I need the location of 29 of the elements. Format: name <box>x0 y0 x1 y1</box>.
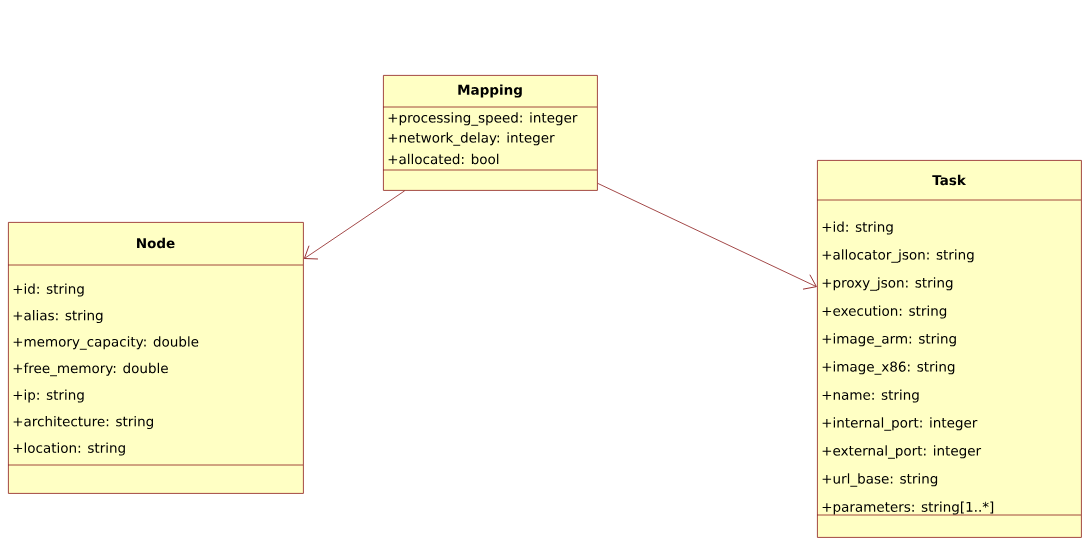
attribute-text: +execution: string <box>822 305 947 319</box>
attribute-text: +location: string <box>13 442 125 456</box>
class-name: Node <box>137 237 175 249</box>
attribute-text: +image_x86: string <box>822 361 955 375</box>
class-name: Task <box>932 174 967 186</box>
attribute-text: +proxy_json: string <box>822 277 953 291</box>
attribute-text: +processing_speed: integer <box>388 112 578 126</box>
class-name: Mapping <box>458 84 522 98</box>
class-box <box>816 160 1082 538</box>
attribute-text: +alias: string <box>13 309 103 324</box>
attribute-text: +allocator_json: string <box>822 249 974 263</box>
attribute-text: +ip: string <box>13 389 84 403</box>
attribute-text: +id: string <box>13 283 84 297</box>
class-box <box>382 75 598 191</box>
attribute-text: +memory_capacity: double <box>13 336 199 350</box>
attribute-text: +internal_port: integer <box>822 417 978 431</box>
attribute-text: +name: string <box>822 389 919 403</box>
attribute-text: +parameters: string[1..*] <box>822 501 994 515</box>
attribute-text: +allocated: bool <box>388 153 499 165</box>
attribute-text: +url_base: string <box>822 473 938 487</box>
arrow <box>597 183 817 290</box>
attribute-text: +free_memory: double <box>13 362 168 377</box>
attribute-text: +network_delay: integer <box>388 132 555 146</box>
attribute-text: +id: string <box>822 221 893 235</box>
attribute-text: +architecture: string <box>13 415 153 430</box>
attribute-text: +image_arm: string <box>822 333 956 347</box>
attribute-text: +external_port: integer <box>822 445 982 459</box>
arrow <box>303 190 406 260</box>
class-box <box>7 222 304 494</box>
